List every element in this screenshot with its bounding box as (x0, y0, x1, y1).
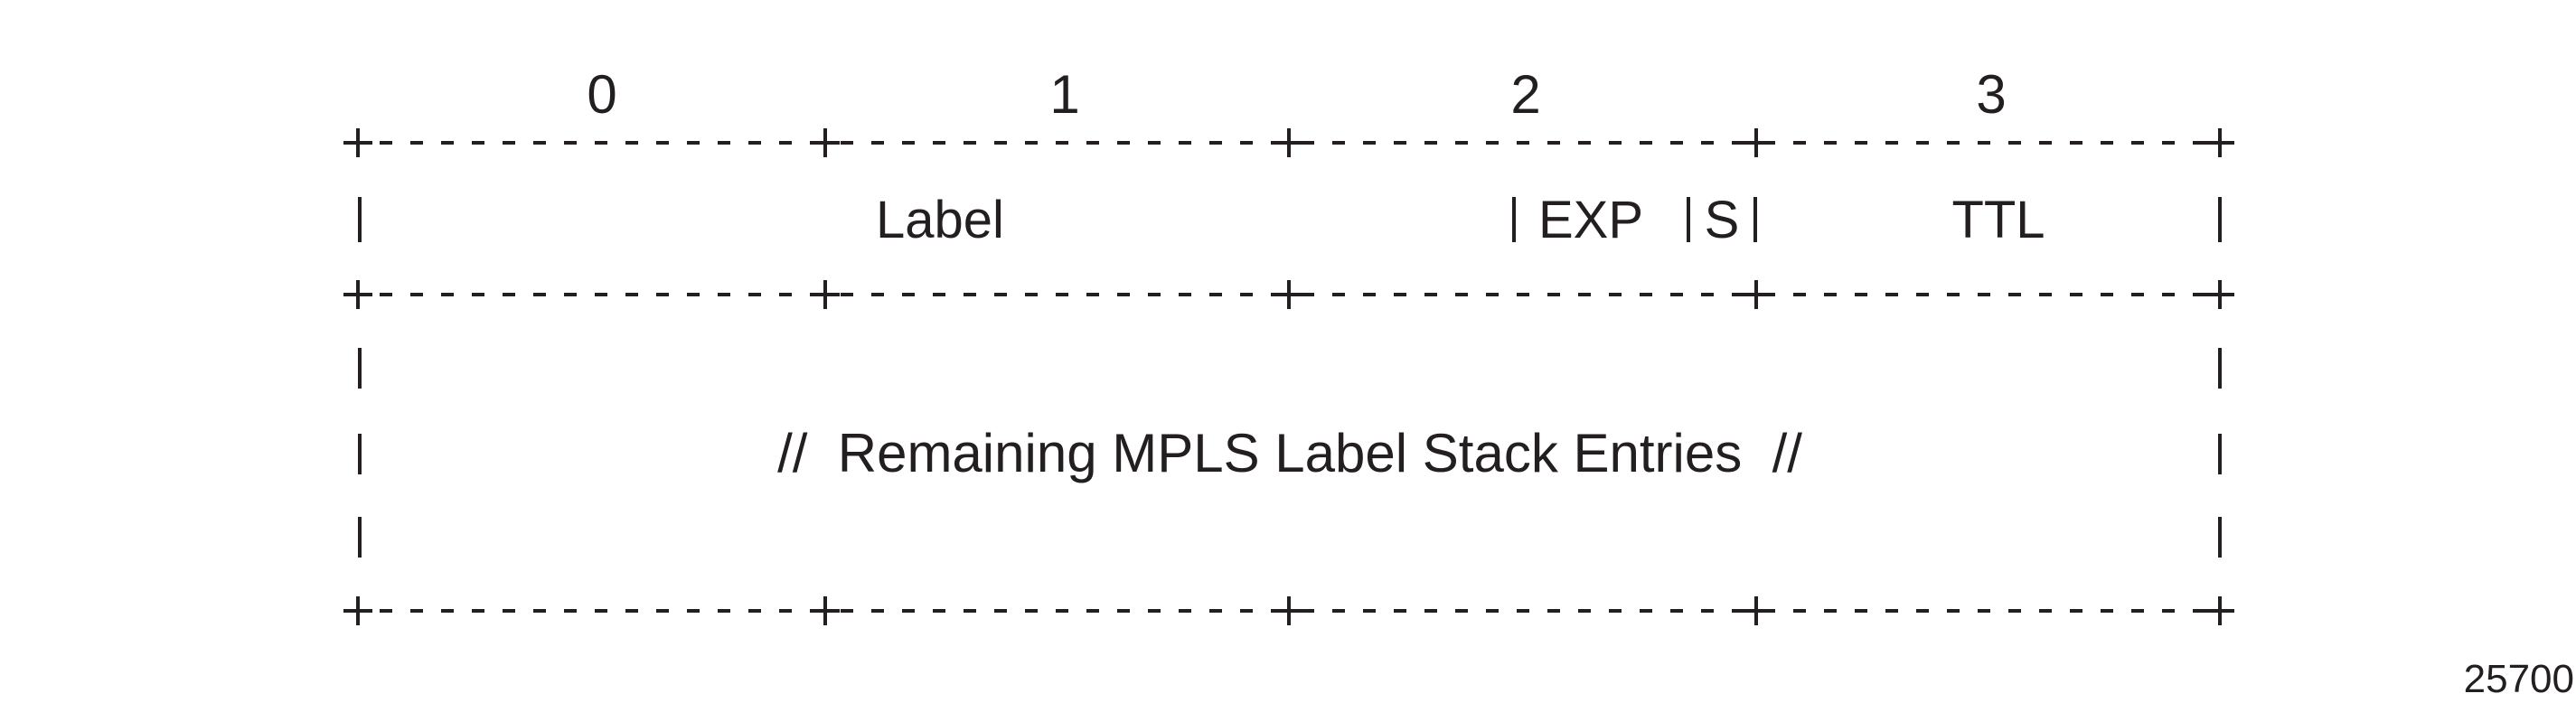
byte-index-2: 2 (1510, 64, 1540, 125)
top-border (343, 128, 2234, 157)
remaining-entries-text: // Remaining MPLS Label Stack Entries // (777, 423, 1802, 483)
figure-number: 25700 (2464, 657, 2574, 701)
field-separators (358, 197, 2222, 242)
byte-index-1: 1 (1049, 64, 1079, 125)
ttl-field: TTL (1951, 191, 2045, 249)
label-field: Label (876, 191, 1004, 249)
middle-border (343, 280, 2234, 309)
bottom-border (343, 596, 2234, 625)
s-field: S (1705, 191, 1740, 249)
remaining-box-sides (358, 348, 2222, 558)
byte-index-0: 0 (587, 64, 616, 125)
byte-index-3: 3 (1976, 64, 2006, 125)
exp-field: EXP (1538, 191, 1643, 249)
